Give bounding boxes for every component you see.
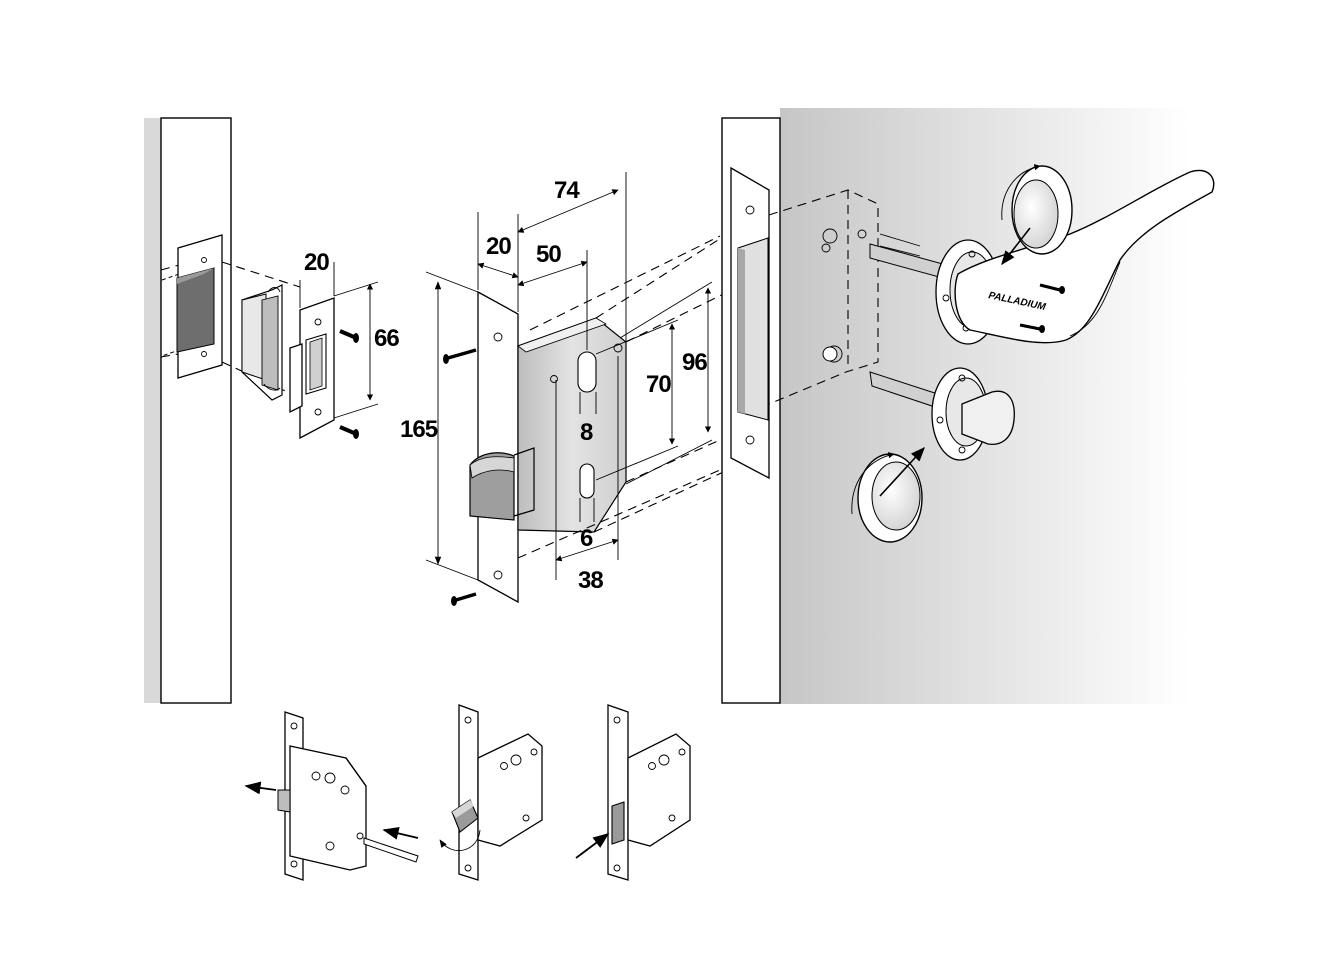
dim-label-key-offset: 38 [578,567,603,594]
dimension-key-offset: 38 [555,356,619,594]
dim-label-strike-width: 20 [304,249,329,276]
dim-label-key-slot: 6 [580,525,593,552]
dim-label-spindle-square: 8 [580,419,593,446]
dimension-case-height: 96 [619,281,713,485]
screw-icon [339,425,359,439]
step-rotate-latch [439,704,543,881]
dimension-spindle-to-key: 70 [595,319,679,481]
screw-icon [443,348,477,364]
dim-label-backset: 50 [536,241,561,268]
lever-handle: PALLADIUM [869,169,1215,345]
step-reverse-latch [244,711,419,881]
dim-label-strike-height: 66 [374,325,399,352]
rosette-cover-icon [851,446,925,543]
dimension-backset: 50 [517,241,588,350]
screw-icon [339,329,359,343]
rosette-cover-icon [1001,164,1073,266]
door-right [721,108,1190,704]
step-insert-latch [575,704,691,881]
dimension-strike-width: 20 [299,249,335,308]
mortise-lock [469,290,627,604]
strike-plate [289,297,335,440]
door-frame-left [144,117,306,704]
dimension-spindle-square: 8 [579,392,597,446]
dimension-faceplate-height: 165 [400,271,479,581]
dim-label-faceplate-height: 165 [400,416,438,443]
dim-label-case-depth: 74 [554,177,580,204]
dim-label-spindle-to-key: 70 [646,371,671,398]
dim-label-case-height: 96 [682,349,707,376]
screw-icon [451,592,477,606]
privacy-thumbturn [869,367,1015,461]
dimension-case-depth: 74 [517,172,627,342]
dimension-faceplate-width: 20 [477,212,519,312]
dim-label-faceplate-width: 20 [486,233,511,260]
dimension-strike-height: 66 [333,281,400,419]
strike-box [241,284,283,401]
